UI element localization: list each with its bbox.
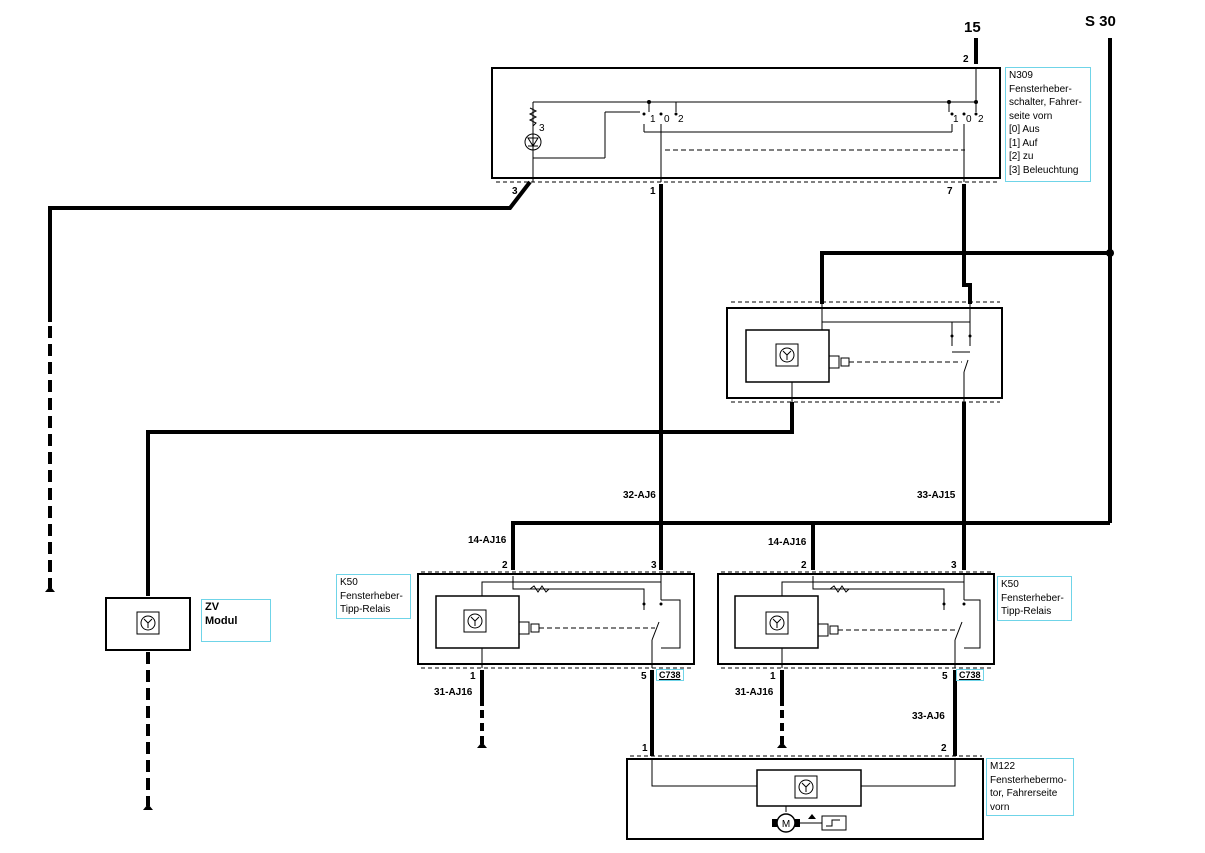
zv-module-box	[105, 597, 191, 651]
k50-right-line: K50	[1001, 579, 1019, 590]
hall-sensor-icon	[821, 815, 847, 831]
k50-left-pin-2: 2	[502, 560, 508, 571]
n309-line: schalter, Fahrer-	[1009, 97, 1082, 108]
n309-pin-7: 7	[947, 186, 953, 197]
m122-pin-1: 1	[642, 743, 648, 754]
k50-right-pin-5: 5	[942, 671, 948, 682]
m122-pin-2: 2	[941, 743, 947, 754]
resistor-icon	[528, 107, 538, 127]
k50-right-box	[717, 573, 995, 665]
relay-upper-box	[726, 307, 1003, 399]
led-icon	[527, 137, 539, 147]
module-chip-icon	[140, 615, 156, 631]
k50-right-connector-tag: C738	[956, 669, 984, 681]
n309-line: [1] Auf	[1009, 137, 1038, 149]
n309-line: [0] Aus	[1009, 124, 1040, 135]
wire-14-aj16-bus	[511, 521, 1110, 570]
ground-arrow-icon	[477, 742, 487, 748]
wire-label-14-aj16-left: 14-AJ16	[468, 535, 507, 546]
wire-label-33-aj6: 33-AJ6	[912, 711, 945, 722]
m122-control-module	[756, 769, 862, 807]
lamp-icon	[524, 133, 542, 151]
n309-sw-right-1: 1	[953, 114, 959, 125]
zv-line: Modul	[205, 614, 238, 627]
ground-arrow-icon	[143, 804, 153, 810]
relay-coil-icon	[530, 623, 540, 633]
m122-box	[626, 758, 984, 840]
wire-33-aj15-upper	[962, 184, 972, 304]
wire-label-31-aj16-right: 31-AJ16	[735, 687, 774, 698]
n309-sw-right-2: 2	[978, 114, 984, 125]
n309-line: N309	[1009, 70, 1033, 81]
k50-right-module	[734, 595, 819, 649]
n309-sw-right-0: 0	[966, 114, 972, 125]
wire-label-14-aj16-right: 14-AJ16	[768, 537, 807, 548]
wire-s30-relay-feed	[820, 251, 1110, 304]
wire-label-32-aj6: 32-AJ6	[623, 490, 656, 501]
k50-left-connector-tag: C738	[656, 669, 684, 681]
relay-coil-icon	[829, 625, 839, 635]
n309-sw-left-0: 0	[664, 114, 670, 125]
m122-line: vorn	[990, 801, 1010, 813]
n309-pin-1: 1	[650, 186, 656, 197]
n309-callout: N309 Fensterheber- schalter, Fahrer- sei…	[1005, 67, 1091, 182]
n309-line: seite vorn	[1009, 110, 1053, 122]
k50-right-line: Tipp-Relais	[1001, 606, 1052, 617]
n309-line: [3] Beleuchtung	[1009, 164, 1079, 176]
n309-lamp-pin: 3	[539, 123, 545, 134]
wire-label-31-aj16-left: 31-AJ16	[434, 687, 473, 698]
m122-line: M122	[990, 761, 1016, 772]
terminal-s30-label: S 30	[1085, 13, 1116, 30]
k50-left-line: Tipp-Relais	[340, 604, 391, 615]
n309-pin-3: 3	[512, 186, 518, 197]
m122-line: Fensterhebermo-	[990, 774, 1067, 786]
k50-left-pin-1: 1	[470, 671, 476, 682]
module-chip-icon	[779, 347, 795, 363]
wire-label-33-aj15: 33-AJ15	[917, 490, 956, 501]
relay-coil-icon	[840, 357, 850, 367]
wire-zv-feed	[146, 402, 794, 596]
k50-left-line: K50	[340, 577, 358, 588]
m122-line: tor, Fahrerseite	[990, 788, 1058, 799]
k50-left-line: Fensterheber-	[340, 590, 403, 602]
terminal-15-label: 15	[964, 19, 981, 36]
module-chip-icon	[769, 615, 785, 631]
module-chip-icon	[798, 779, 814, 795]
n309-pin-top: 2	[963, 54, 969, 65]
motor-symbol: M	[782, 819, 790, 830]
zv-line: ZV	[205, 601, 220, 613]
k50-right-callout: K50 Fensterheber- Tipp-Relais	[997, 576, 1072, 621]
k50-right-pin-1: 1	[770, 671, 776, 682]
m122-callout: M122 Fensterhebermo- tor, Fahrerseite vo…	[986, 758, 1074, 816]
k50-right-pin-2: 2	[801, 560, 807, 571]
k50-left-pin-3: 3	[651, 560, 657, 571]
n309-line: [2] zu	[1009, 151, 1034, 162]
k50-right-line: Fensterheber-	[1001, 592, 1064, 604]
k50-right-pin-3: 3	[951, 560, 957, 571]
n309-sw-left-1: 1	[650, 114, 656, 125]
k50-left-callout: K50 Fensterheber- Tipp-Relais	[336, 574, 411, 619]
k50-left-pin-5: 5	[641, 671, 647, 682]
k50-left-module	[435, 595, 520, 649]
module-chip-icon	[467, 613, 483, 629]
wire-illumination	[48, 180, 532, 322]
zv-callout: ZV Modul	[201, 599, 271, 642]
k50-left-box	[417, 573, 695, 665]
ground-arrow-icon	[777, 742, 787, 748]
n309-box	[491, 67, 1001, 179]
n309-line: Fensterheber-	[1009, 83, 1072, 95]
ground-arrow-icon	[45, 586, 55, 592]
n309-sw-left-2: 2	[678, 114, 684, 125]
